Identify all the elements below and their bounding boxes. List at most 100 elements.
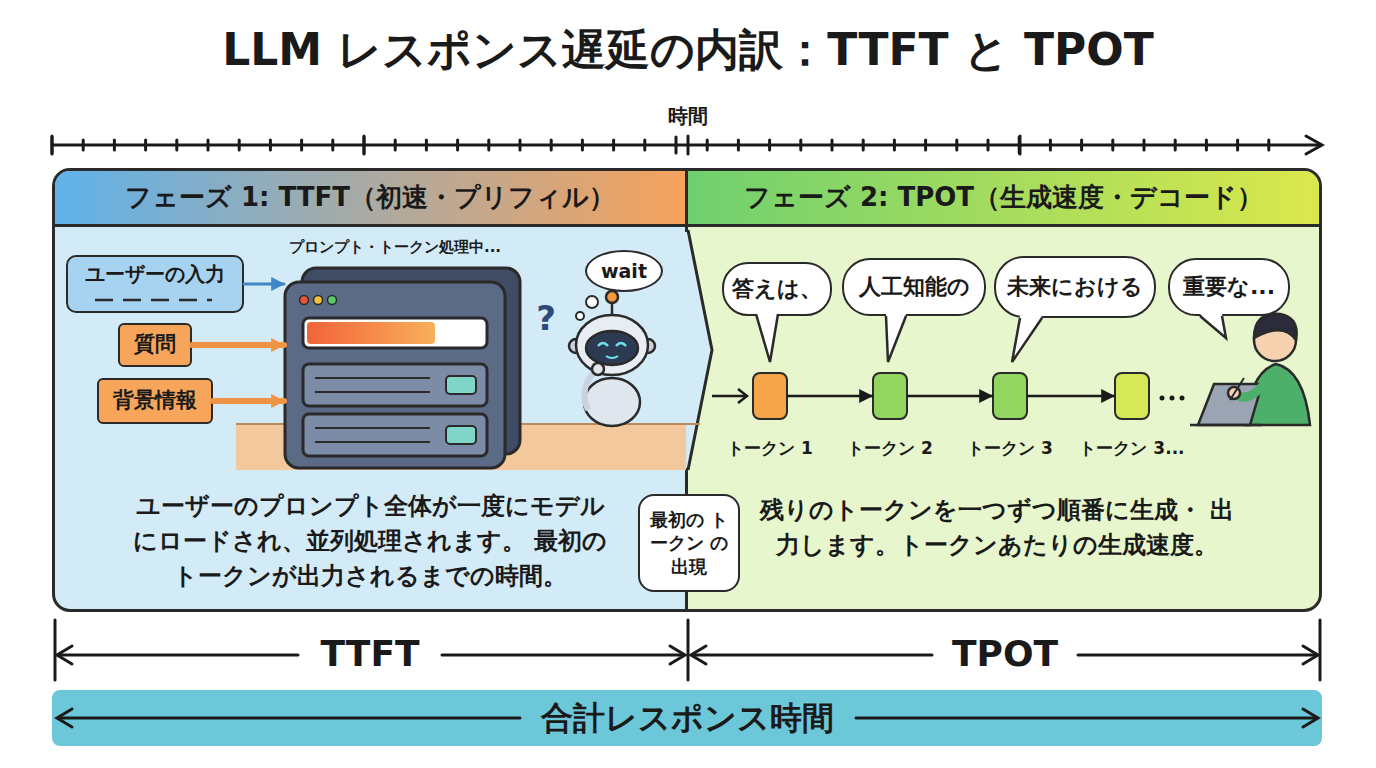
time-axis-part bbox=[1306, 136, 1322, 154]
phase-panel: フェーズ 2: TPOT（生成速度・デコード） 残りのトークンを一つずつ順番に生成… bbox=[688, 168, 1322, 612]
axis-tick bbox=[955, 140, 958, 150]
axis-tick bbox=[487, 140, 490, 150]
dimension-label: TTFT bbox=[298, 632, 442, 675]
label-box: 背景情報 bbox=[97, 378, 213, 424]
token-box: トークン 3 bbox=[992, 372, 1028, 420]
box-label: 答えは、 bbox=[732, 275, 822, 304]
axis-tick bbox=[831, 140, 834, 150]
phase-description: 残りのトークンを一つずつ順番に生成・ 出力します。トークンあたりの生成速度。 bbox=[758, 493, 1236, 563]
dimension-lines-part bbox=[1078, 654, 1316, 657]
axis-tick bbox=[144, 140, 147, 150]
box-label: 質問 bbox=[134, 331, 176, 358]
axis-tick bbox=[363, 136, 366, 154]
box-label: 背景情報 bbox=[113, 387, 197, 414]
axis-tick bbox=[207, 140, 210, 150]
time-axis-part bbox=[52, 144, 1320, 147]
axis-ticks bbox=[52, 136, 1269, 154]
box-label: wait bbox=[601, 259, 647, 284]
dimension-lines-part bbox=[57, 646, 72, 664]
axis-tick bbox=[300, 140, 303, 150]
axis-tick bbox=[1267, 140, 1270, 150]
server-node: プロンプト・トークン処理中... bbox=[284, 238, 506, 470]
axis-tick bbox=[363, 137, 366, 153]
token-box: トークン 2 bbox=[872, 372, 908, 420]
processing-label: プロンプト・トークン処理中... bbox=[250, 238, 540, 256]
dimension-lines bbox=[55, 620, 1320, 680]
label-box: wait bbox=[585, 250, 663, 292]
label-box: 人工知能の bbox=[842, 258, 986, 316]
axis-tick bbox=[456, 140, 459, 150]
axis-tick bbox=[799, 140, 802, 150]
callout-box: 最初の トークン の出現 bbox=[638, 494, 740, 592]
phase-header: フェーズ 2: TPOT（生成速度・デコード） bbox=[688, 171, 1319, 227]
axis-tick bbox=[1111, 140, 1114, 150]
label-box: 重要な... bbox=[1168, 258, 1290, 316]
question-mark: ? bbox=[526, 298, 566, 339]
dimension-label: TPOT bbox=[932, 632, 1078, 675]
label-box: 答えは、 bbox=[722, 262, 832, 316]
token-label: トークン 3 bbox=[948, 438, 1072, 458]
phase-panel: フェーズ 1: TTFT（初速・プリフィル） ユーザーのプロンプト全体が一度にモデ… bbox=[52, 168, 688, 612]
axis-tick bbox=[924, 140, 927, 150]
axis-tick bbox=[768, 140, 771, 150]
axis-tick bbox=[175, 140, 178, 150]
token-box: トークン 1 bbox=[752, 372, 788, 420]
axis-tick bbox=[394, 140, 397, 150]
axis-tick bbox=[1174, 140, 1177, 150]
dimension-lines-part bbox=[691, 646, 706, 664]
axis-tick bbox=[687, 136, 690, 154]
dimension-lines-part bbox=[442, 654, 684, 657]
label-box: ユーザーの入力 bbox=[66, 255, 244, 313]
axis-tick bbox=[1236, 140, 1239, 150]
axis-tick bbox=[519, 140, 522, 150]
axis-tick bbox=[675, 137, 678, 153]
axis-tick bbox=[51, 136, 54, 154]
axis-tick bbox=[1019, 136, 1022, 154]
axis-tick bbox=[987, 140, 990, 150]
axis-tick bbox=[51, 137, 54, 153]
phase-description: ユーザーのプロンプト全体が一度にモデル にロードされ、並列処理されます。 最初の… bbox=[130, 489, 610, 593]
diagram-title: LLM レスポンス遅延の内訳：TTFT と TPOT bbox=[0, 24, 1376, 77]
axis-tick bbox=[1080, 140, 1083, 150]
axis-tick bbox=[737, 140, 740, 150]
box-label: ユーザーの入力 bbox=[85, 261, 225, 287]
token-label: トークン 1 bbox=[708, 438, 832, 458]
label-box: 未来における bbox=[994, 256, 1156, 318]
box-label: 未来における bbox=[1007, 273, 1143, 302]
axis-tick bbox=[238, 140, 241, 150]
axis-tick bbox=[331, 140, 334, 150]
dimension-lines-part bbox=[1319, 620, 1322, 680]
box-label: 重要な... bbox=[1183, 273, 1275, 302]
dimension-lines-part bbox=[687, 620, 690, 680]
dimension-lines-part bbox=[670, 646, 685, 664]
token-box: トークン 3... bbox=[1114, 372, 1150, 420]
axis-tick bbox=[1205, 140, 1208, 150]
axis-tick bbox=[1049, 140, 1052, 150]
axis-tick bbox=[581, 140, 584, 150]
axis-tick bbox=[82, 140, 85, 150]
time-axis bbox=[52, 136, 1322, 154]
total-label: 合計レスポンス時間 bbox=[523, 699, 852, 737]
axis-tick bbox=[1143, 140, 1146, 150]
token-label: トークン 3... bbox=[1070, 438, 1194, 458]
dimension-lines-part bbox=[58, 654, 298, 657]
axis-tick bbox=[1018, 137, 1021, 153]
callout-text: 最初の トークン の出現 bbox=[646, 508, 732, 578]
axis-tick bbox=[893, 140, 896, 150]
phase-header: フェーズ 1: TTFT（初速・プリフィル） bbox=[55, 171, 685, 227]
total-band: 合計レスポンス時間 bbox=[52, 690, 1322, 746]
dimension-lines-part bbox=[54, 620, 57, 680]
label-box: 質問 bbox=[118, 323, 192, 367]
axis-tick bbox=[862, 140, 865, 150]
axis-tick bbox=[425, 140, 428, 150]
box-label: 人工知能の bbox=[859, 273, 970, 302]
axis-tick bbox=[550, 140, 553, 150]
axis-tick bbox=[706, 140, 709, 150]
token-label: トークン 2 bbox=[828, 438, 952, 458]
axis-tick bbox=[612, 140, 615, 150]
axis-tick bbox=[113, 140, 116, 150]
axis-tick bbox=[643, 140, 646, 150]
axis-tick bbox=[269, 140, 272, 150]
dimension-lines-part bbox=[692, 654, 932, 657]
